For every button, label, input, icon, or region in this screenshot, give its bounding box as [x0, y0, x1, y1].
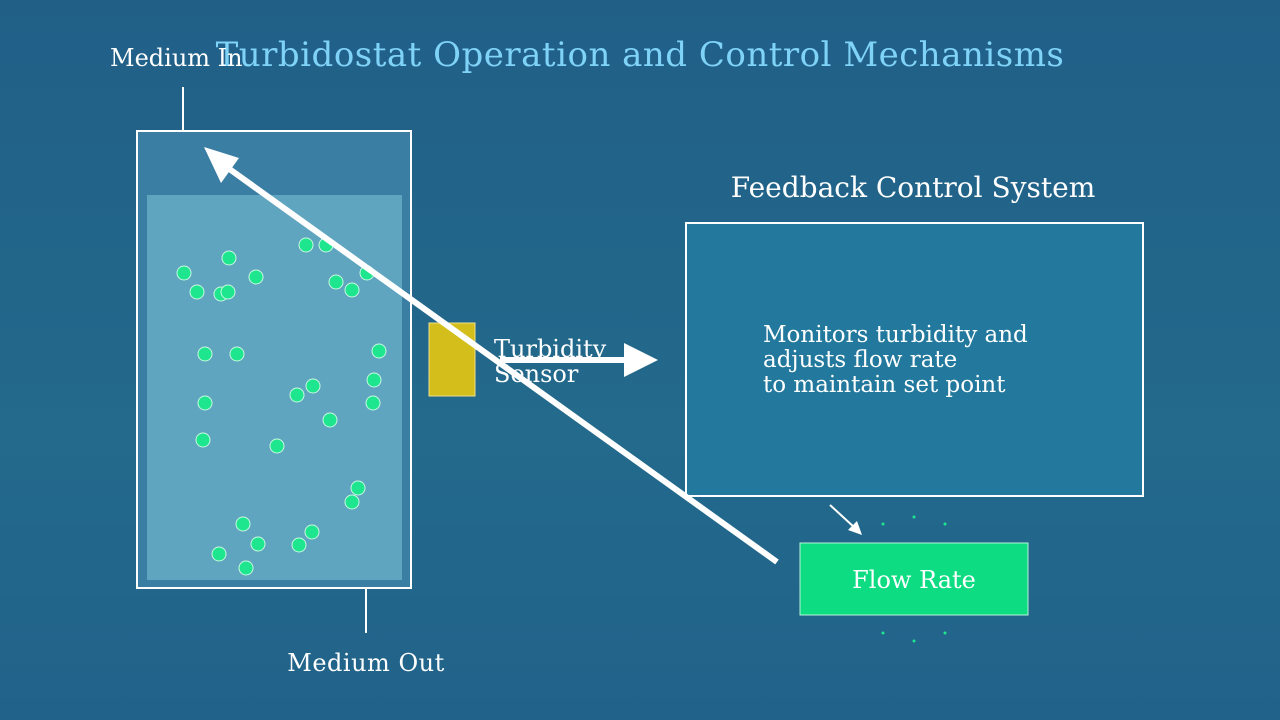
cell-group	[176, 237, 387, 576]
arrow-diagonal-icon	[204, 147, 779, 565]
cell	[211, 546, 227, 562]
cell	[371, 343, 387, 359]
cell	[289, 387, 305, 403]
pulse-dot	[912, 639, 916, 643]
cell	[269, 438, 285, 454]
cell	[248, 269, 264, 285]
cell	[298, 237, 314, 253]
arrow-right-icon	[500, 343, 658, 377]
cell	[220, 284, 236, 300]
cell	[344, 282, 360, 298]
pulse-dot	[943, 522, 947, 526]
cell	[189, 284, 205, 300]
pulse-dot	[881, 522, 885, 526]
cell	[328, 274, 344, 290]
cell	[344, 494, 360, 510]
flow-rate-label: Flow Rate	[852, 566, 976, 594]
cell	[350, 480, 366, 496]
cell	[322, 412, 338, 428]
cell	[195, 432, 211, 448]
pulse-dots	[881, 515, 947, 643]
feedback-box	[685, 222, 1144, 497]
pulse-dot	[912, 515, 916, 519]
feedback-title: Feedback Control System	[731, 171, 1096, 204]
arrow-small-icon	[829, 504, 862, 535]
pulse-dot	[881, 631, 885, 635]
cell	[250, 536, 266, 552]
cell	[197, 346, 213, 362]
cell	[197, 395, 213, 411]
cell	[365, 395, 381, 411]
page-title: Turbidostat Operation and Control Mechan…	[216, 35, 1065, 75]
cell	[229, 346, 245, 362]
medium-in-label: Medium In	[110, 44, 243, 72]
cell	[235, 516, 251, 532]
cell	[366, 372, 382, 388]
cell	[221, 250, 237, 266]
flow-rate-box	[799, 542, 1029, 616]
cell	[305, 378, 321, 394]
feedback-text-line1: Monitors turbidity and	[763, 322, 1028, 348]
cell	[176, 265, 192, 281]
medium-out-label: Medium Out	[287, 649, 444, 677]
feedback-text-line2: adjusts flow rate	[763, 347, 957, 373]
pulse-dot	[943, 631, 947, 635]
cell	[238, 560, 254, 576]
sensor-label-line2: Sensor	[494, 360, 579, 388]
cell	[291, 537, 307, 553]
turbidity-sensor	[428, 322, 476, 397]
feedback-text-line3: to maintain set point	[763, 372, 1006, 398]
cell	[304, 524, 320, 540]
culture-medium	[147, 195, 402, 580]
